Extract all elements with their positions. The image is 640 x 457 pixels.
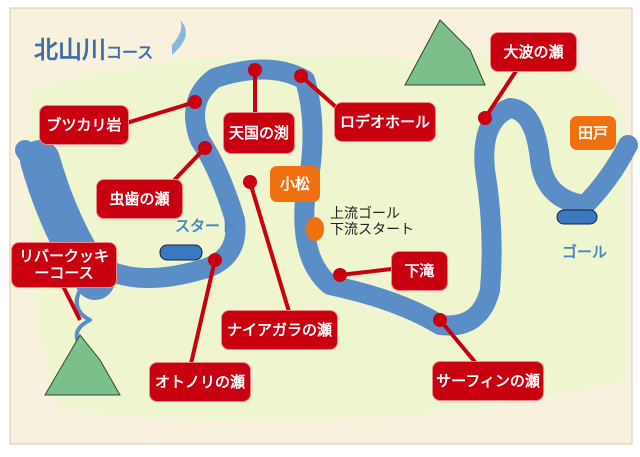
mountain-icon (44, 19, 486, 396)
upstream-goal-text: 上流ゴール (330, 206, 400, 222)
place-tado[interactable]: 田戸 (570, 116, 616, 150)
place-komatsu[interactable]: 小松 (270, 166, 320, 202)
start-label: スタート (175, 217, 236, 235)
spot-rodeo[interactable]: ロデオホール (335, 103, 435, 141)
map-title: 北山川コース (34, 36, 154, 64)
raft-icon (159, 209, 598, 261)
spot-tengoku[interactable]: 天国の渕 (224, 113, 294, 153)
spot-rivercookie[interactable]: リバークッキーコース (12, 243, 116, 287)
spot-niagara[interactable]: ナイアガラの瀬 (222, 311, 337, 349)
water-drop-icon (172, 20, 186, 55)
goal-label: ゴール (562, 243, 608, 261)
spot-shimotaki[interactable]: 下滝 (392, 252, 447, 290)
spot-surfin[interactable]: サーフィンの瀬 (433, 362, 543, 400)
spot-mushiba[interactable]: 虫歯の瀬 (97, 180, 182, 218)
spot-dots (188, 63, 492, 327)
spot-butsukari[interactable]: ブツカリ岩 (40, 106, 128, 144)
mid-point-label: 上流ゴール 下流スタート (330, 206, 414, 238)
downstream-start-text: 下流スタート (330, 222, 414, 238)
spot-otonori[interactable]: オトノリの瀬 (150, 363, 250, 401)
komatsu-dot (306, 217, 324, 241)
spot-ohnami[interactable]: 大波の瀬 (491, 33, 576, 71)
